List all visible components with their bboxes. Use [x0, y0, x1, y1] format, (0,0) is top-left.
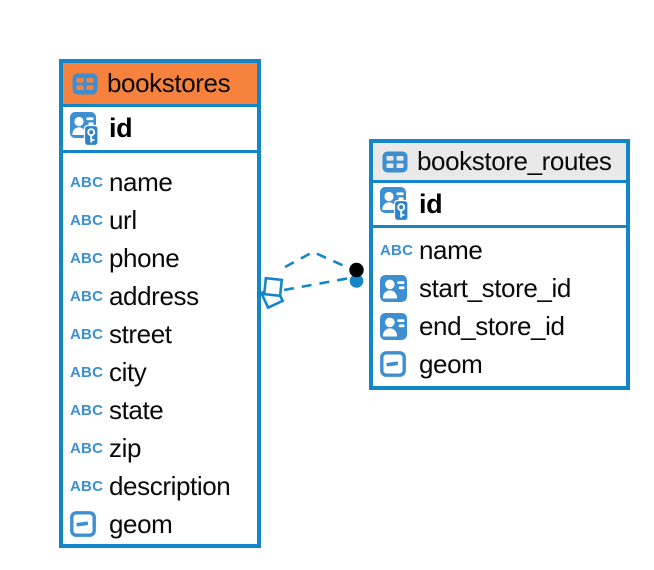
column-row[interactable]: ABC city — [63, 353, 257, 391]
text-type-icon: ABC — [70, 439, 104, 457]
column-row[interactable]: start_store_id — [373, 269, 626, 307]
column-list: ABC name ABC url ABC phone ABC address A… — [63, 153, 257, 543]
column-row[interactable]: ABC description — [63, 467, 257, 505]
column-row[interactable]: ABC state — [63, 391, 257, 429]
column-label: zip — [109, 432, 142, 463]
column-row[interactable]: ABC name — [373, 231, 626, 269]
relationship-line-upper — [284, 250, 352, 271]
text-type-icon: ABC — [70, 477, 104, 495]
column-row[interactable]: ABC name — [63, 163, 257, 201]
column-label: id — [109, 113, 133, 143]
column-label: url — [109, 204, 137, 235]
column-row-id[interactable]: id — [63, 107, 257, 153]
column-label: geom — [419, 348, 483, 379]
column-row[interactable]: ABC street — [63, 315, 257, 353]
text-type-icon: ABC — [70, 401, 104, 419]
text-type-icon: ABC — [70, 211, 104, 229]
reference-type-icon — [380, 275, 407, 302]
column-row[interactable]: ABC url — [63, 201, 257, 239]
column-label: geom — [109, 508, 173, 539]
column-label: description — [109, 470, 231, 501]
text-type-icon: ABC — [70, 173, 104, 191]
column-label: start_store_id — [419, 272, 571, 303]
column-label: end_store_id — [419, 310, 565, 341]
column-row[interactable]: geom — [63, 505, 257, 543]
geometry-type-icon — [70, 511, 96, 537]
column-row[interactable]: ABC phone — [63, 239, 257, 277]
column-list: ABC name start_store_id end_store_id geo… — [373, 228, 626, 383]
table-icon — [382, 151, 408, 173]
column-label: name — [419, 234, 483, 265]
column-row[interactable]: ABC address — [63, 277, 257, 315]
text-type-icon: ABC — [70, 287, 104, 305]
table-bookstore-routes-header[interactable]: bookstore_routes — [373, 143, 626, 183]
relationship-line-lower — [283, 276, 351, 292]
column-row[interactable]: geom — [373, 345, 626, 383]
table-title: bookstore_routes — [417, 146, 612, 176]
text-type-icon: ABC — [70, 363, 104, 381]
column-label: street — [109, 318, 172, 349]
column-row[interactable]: ABC zip — [63, 429, 257, 467]
text-type-icon: ABC — [70, 249, 104, 267]
text-type-icon: ABC — [70, 325, 104, 343]
table-icon — [72, 73, 98, 95]
table-title: bookstores — [107, 68, 231, 98]
column-label: id — [419, 188, 443, 219]
column-row-id[interactable]: id — [373, 183, 626, 228]
text-type-icon: ABC — [380, 241, 414, 259]
relationship-dot-marker[interactable] — [349, 262, 364, 288]
column-label: name — [109, 166, 173, 197]
column-label: city — [109, 356, 147, 387]
column-label: state — [109, 394, 164, 425]
primary-key-icon — [70, 112, 101, 146]
geometry-type-icon — [380, 351, 406, 377]
column-label: phone — [109, 242, 180, 273]
table-bookstore-routes[interactable]: bookstore_routes id ABC name start_store… — [369, 139, 630, 390]
column-row[interactable]: end_store_id — [373, 307, 626, 345]
reference-type-icon — [380, 313, 407, 340]
table-bookstores[interactable]: bookstores id ABC name ABC url ABC phone… — [59, 59, 261, 548]
table-bookstores-header[interactable]: bookstores — [63, 63, 257, 107]
primary-key-icon — [380, 187, 411, 221]
column-label: address — [109, 280, 199, 311]
relationship-many-marker[interactable] — [259, 276, 285, 310]
relationship-link[interactable] — [283, 250, 352, 292]
